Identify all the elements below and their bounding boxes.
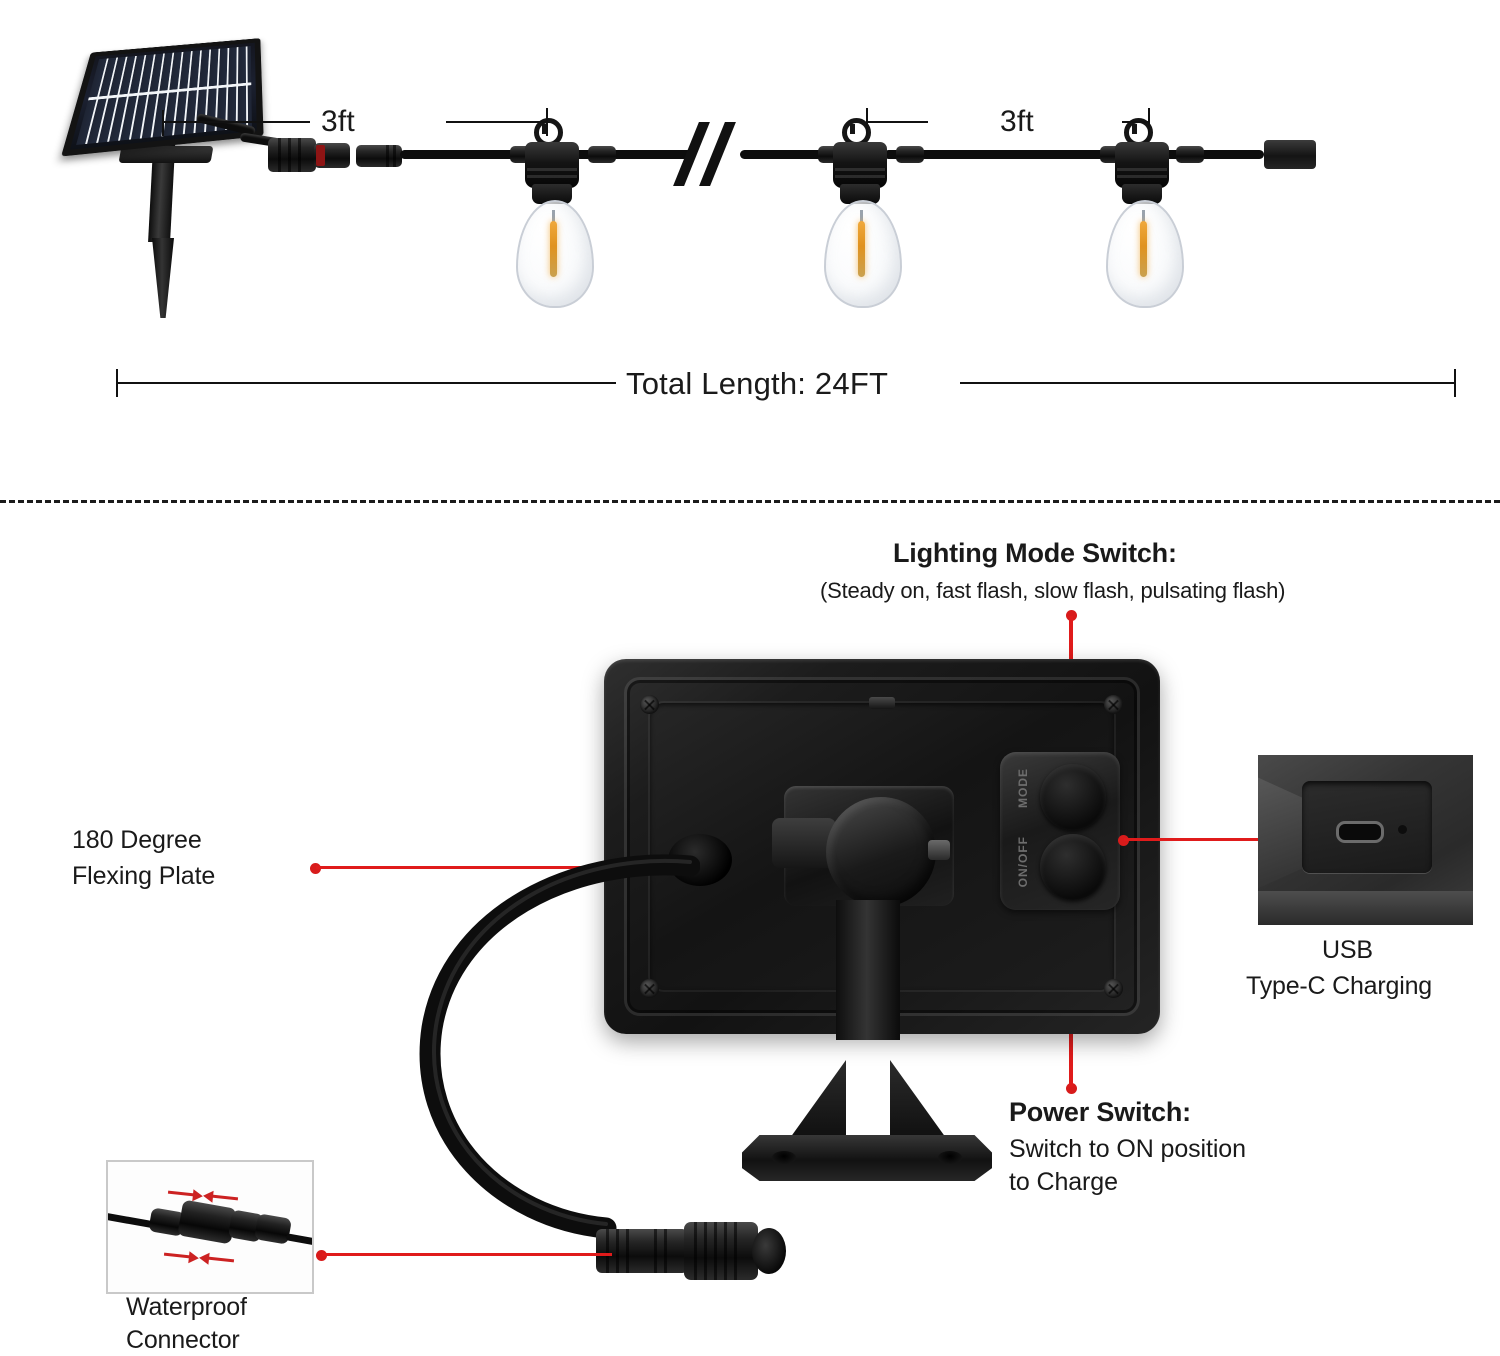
bulb-filament-2: [858, 221, 865, 277]
string-cable-seg-4: [884, 150, 1116, 159]
solar-cells: [76, 46, 252, 145]
stand-brace-left: [790, 1060, 846, 1138]
total-tick-right: [1454, 369, 1456, 397]
usb-inset-image: [1258, 755, 1473, 925]
bulb-socket-1: [525, 142, 579, 188]
leader-line-waterproof: [322, 1253, 612, 1256]
hinge-arm: [772, 818, 836, 868]
panel-screw-top-left: [640, 695, 659, 714]
waterproof-caption-line1: Waterproof: [126, 1293, 247, 1321]
stand-neck: [836, 900, 900, 1040]
power-switch-line1: Switch to ON position: [1009, 1135, 1246, 1163]
bulb-socket-3: [1115, 142, 1169, 188]
usb-cover-flap: [1258, 773, 1306, 893]
flexing-plate-label-line2: Flexing Plate: [72, 862, 216, 890]
power-switch-line2: to Charge: [1009, 1168, 1118, 1196]
stand-brace-right: [890, 1060, 946, 1138]
cable-path-svg: [419, 854, 701, 1239]
bulb-filament-1: [550, 221, 557, 277]
bulb-socket-collar-1: [532, 184, 572, 204]
cable-end-connector-nut: [684, 1222, 758, 1280]
connector-gasket: [316, 145, 325, 166]
mode-button[interactable]: [1040, 764, 1106, 830]
string-cable-seg-1: [400, 150, 520, 159]
usb-caption-line2: Type-C Charging: [1246, 972, 1432, 1000]
connector-plug-body: [356, 145, 402, 167]
panel-screw-top-center: [869, 697, 895, 709]
panel-screw-bottom-right: [1104, 979, 1123, 998]
bulb-glass-3: [1106, 200, 1184, 308]
total-line-left: [116, 382, 616, 384]
solar-panel-front: [61, 38, 264, 157]
panel-screw-top-right: [1104, 695, 1123, 714]
flexing-plate-label-line1: 180 Degree: [72, 826, 202, 854]
hinge-adjust-knob[interactable]: [928, 840, 950, 860]
bulb-glass-1: [516, 200, 594, 308]
wp-connector-sleeve: [177, 1199, 237, 1245]
section-divider: [0, 500, 1500, 503]
base-mounting-hole-right: [938, 1151, 962, 1164]
leader-dot-usb: [1118, 835, 1129, 846]
dim-tick-lead-left: [162, 110, 164, 136]
dim-line-spacing-left: [866, 121, 928, 123]
leader-line-flexing-plate: [316, 866, 756, 869]
dim-line-lead-2: [446, 121, 548, 123]
wp-arrow-top-right: [211, 1194, 239, 1201]
cable-end-connector-face: [752, 1228, 786, 1274]
waterproof-connector-male: [314, 143, 350, 168]
usb-indicator-dot: [1398, 825, 1407, 834]
panel-output-cable: [390, 848, 701, 1248]
mode-button-label: MODE: [1016, 768, 1030, 808]
string-end-cap: [1264, 140, 1316, 169]
total-length-label: Total Length: 24FT: [626, 366, 889, 401]
bulb-filament-3: [1140, 221, 1147, 277]
string-cable-seg-2: [572, 150, 692, 159]
total-line-right: [960, 382, 1456, 384]
bulb-socket-collar-2: [840, 184, 880, 204]
lighting-mode-title: Lighting Mode Switch:: [893, 538, 1177, 568]
power-button-label: ON/OFF: [1016, 836, 1030, 888]
bulb-socket-collar-3: [1122, 184, 1162, 204]
dim-label-3ft-lead: 3ft: [321, 105, 355, 138]
dim-line-lead: [162, 121, 310, 123]
usb-caption-line1: USB: [1322, 936, 1373, 964]
bulb-socket-2: [833, 142, 887, 188]
hinge-drum: [826, 797, 936, 907]
waterproof-inset-image: [106, 1160, 314, 1294]
power-button[interactable]: [1040, 834, 1106, 900]
usb-c-port: [1336, 821, 1384, 843]
control-button-pad: MODE ON/OFF: [1000, 752, 1120, 910]
string-cable-seg-5: [1164, 150, 1264, 159]
leader-dot-waterproof: [316, 1250, 327, 1261]
dim-line-spacing-right: [1122, 121, 1150, 123]
wp-arrow-bottom-right: [207, 1256, 235, 1263]
panel-screw-bottom-left: [640, 979, 659, 998]
strain-relief-2: [588, 146, 616, 163]
waterproof-caption-line2: Connector: [126, 1326, 240, 1354]
leader-dot-lighting-mode: [1066, 610, 1077, 621]
bulb-glass-2: [824, 200, 902, 308]
leader-dot-flexing-plate: [310, 863, 321, 874]
leader-dot-power-switch: [1066, 1083, 1077, 1094]
usb-housing-edge: [1258, 891, 1473, 925]
wp-cable-right: [285, 1233, 312, 1246]
lighting-mode-subtitle: (Steady on, fast flash, slow flash, puls…: [820, 578, 1286, 603]
strain-relief-4: [896, 146, 924, 163]
base-mounting-hole-left: [772, 1151, 796, 1164]
string-cable-seg-3: [740, 150, 836, 159]
wp-arrow-top-left: [167, 1190, 195, 1197]
power-switch-title: Power Switch:: [1009, 1097, 1191, 1127]
ground-stake-tip: [152, 238, 174, 318]
waterproof-connector-female: [268, 138, 316, 172]
wp-arrow-bottom-left: [163, 1252, 191, 1259]
dim-label-3ft-spacing: 3ft: [1000, 105, 1034, 138]
cable-end-connector-body: [596, 1229, 688, 1273]
strain-relief-6: [1176, 146, 1204, 163]
solar-panel-assembly: [52, 0, 302, 318]
stand-base-plate: [742, 1135, 992, 1181]
leader-line-usb: [1124, 838, 1258, 841]
